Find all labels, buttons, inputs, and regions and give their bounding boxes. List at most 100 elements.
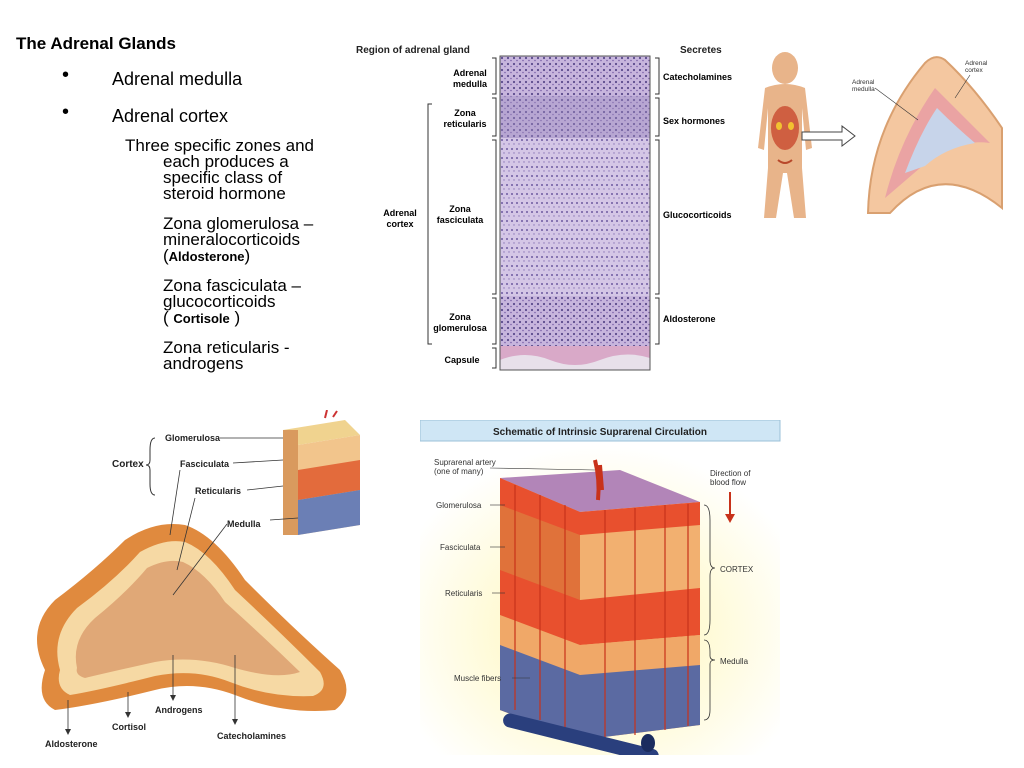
tissue-reticularis-cells xyxy=(500,96,650,138)
label-adrenal-cortex: Adrenal xyxy=(383,208,417,218)
gland-medulla-core xyxy=(75,560,300,678)
schematic-medulla-band xyxy=(500,645,700,740)
tissue-border xyxy=(499,55,651,371)
torso-shape xyxy=(758,84,812,218)
schematic-glomerulosa-band xyxy=(500,478,700,535)
label-cortex: Cortex xyxy=(112,459,144,470)
head-shape xyxy=(772,52,798,84)
leader-medulla-block xyxy=(269,517,299,521)
paren-close: ) xyxy=(229,308,241,327)
label-direction: Direction of xyxy=(710,469,751,478)
bracket-fasciculata xyxy=(492,139,497,295)
gland-medulla-shape xyxy=(905,108,975,173)
zone-glomerulosa-line: Zona glomerulosa – xyxy=(163,214,314,233)
zone-glomerulosa-line: mineralocorticoids xyxy=(163,230,300,249)
zone-fasciculata-hormone: ( Cortisole ) xyxy=(163,308,241,327)
label-adrenal-medulla: Adrenal xyxy=(453,68,487,78)
label-reticularis: Reticularis xyxy=(195,486,241,496)
block-artery xyxy=(324,410,338,419)
leader-medulla-gland xyxy=(172,523,228,596)
schematic-artery xyxy=(593,459,604,501)
bullet-dot: • xyxy=(62,101,70,123)
bracket-secretes-4 xyxy=(655,297,660,345)
tissue-block-illustration xyxy=(283,410,360,535)
label-adrenal-cortex-small: cortex xyxy=(965,67,983,74)
tissue-glomerulosa xyxy=(500,296,650,346)
label-adrenal-cortex: cortex xyxy=(386,219,413,229)
block-medulla-band xyxy=(298,490,360,535)
label-adrenal-cortex-small: Adrenal xyxy=(965,60,988,67)
tissue-fasciculata xyxy=(500,138,650,296)
label-cortisol: Cortisol xyxy=(112,722,146,732)
secretes-catecholamines: Catecholamines xyxy=(663,72,732,82)
arrowhead-icon xyxy=(170,695,176,701)
block-reticularis-band xyxy=(298,460,360,500)
histology-header-left: Region of adrenal gland xyxy=(356,45,470,56)
leader-fasciculata-gland xyxy=(169,469,181,536)
body-gland-figure: Adrenal medulla Adrenal cortex xyxy=(758,52,1003,218)
arrowhead-icon xyxy=(65,729,71,735)
bracket-cortex-zones xyxy=(145,437,156,496)
organs-shape xyxy=(771,106,799,150)
leader-medulla xyxy=(874,87,919,121)
bracket-capsule xyxy=(492,347,497,369)
cortex-intro-line: steroid hormone xyxy=(163,184,286,203)
leader-cortex xyxy=(954,74,971,99)
cortex-intro-line: specific class of xyxy=(163,168,283,187)
paren-close: ) xyxy=(244,246,251,265)
slide-title: The Adrenal Glands xyxy=(16,34,176,53)
bracket-cortex xyxy=(427,103,432,345)
arrowhead-icon xyxy=(232,719,238,725)
right-adrenal-shape xyxy=(788,122,794,130)
label-adrenal-medulla: medulla xyxy=(453,79,488,89)
bracket-secretes-1 xyxy=(655,57,660,95)
bracket-medulla xyxy=(492,57,497,95)
label-glomerulosa-schematic: Glomerulosa xyxy=(436,501,482,510)
cortex-intro-line: Three specific zones and xyxy=(125,136,314,155)
schematic-reticularis-band xyxy=(500,570,700,645)
block-side xyxy=(283,430,298,535)
leader-artery xyxy=(489,467,596,471)
bracket-secretes-3 xyxy=(655,139,660,295)
cortex-intro-line: each produces a xyxy=(163,152,289,171)
histology-figure: Region of adrenal gland Secretes Adrenal… xyxy=(356,45,732,371)
bullet-adrenal-cortex: Adrenal cortex xyxy=(112,106,229,126)
label-zona-fasciculata: Zona xyxy=(449,204,471,214)
bullet-adrenal-medulla: Adrenal medulla xyxy=(112,69,243,89)
lower-organ-shape xyxy=(777,159,793,164)
zone-reticularis-line: androgens xyxy=(163,354,244,373)
zone-reticularis-line: Zona reticularis - xyxy=(163,338,290,357)
label-glomerulosa: Glomerulosa xyxy=(165,433,221,443)
paren-open: ( xyxy=(163,246,169,265)
leader-reticularis-gland xyxy=(176,497,196,571)
label-adrenal-medulla-small: Adrenal xyxy=(852,79,875,86)
schematic-capillaries xyxy=(514,485,689,738)
label-zona-reticularis: Zona xyxy=(454,108,476,118)
label-zona-glomerulosa: Zona xyxy=(449,312,471,322)
label-cortex-schematic: CORTEX xyxy=(720,565,754,574)
label-fasciculata-schematic: Fasciculata xyxy=(440,543,481,552)
left-adrenal-shape xyxy=(776,122,782,130)
histology-header-right: Secretes xyxy=(680,45,722,56)
label-medulla-schematic: Medulla xyxy=(720,657,749,666)
bracket-medulla-schematic xyxy=(703,639,716,721)
label-catecholamines: Catecholamines xyxy=(217,731,286,741)
label-reticularis-schematic: Reticularis xyxy=(445,589,482,598)
bracket-cortex-schematic xyxy=(703,504,716,636)
label-zona-fasciculata: fasciculata xyxy=(437,215,485,225)
label-muscle-fibers: Muscle fibers xyxy=(454,674,501,683)
label-medulla: Medulla xyxy=(227,519,261,529)
gland-cross-section-figure: Cortex Glomerulosa Fasciculata Reticular… xyxy=(37,410,360,749)
direction-arrow-icon xyxy=(725,514,735,523)
circulation-banner xyxy=(420,420,781,442)
secretes-glucocorticoids: Glucocorticoids xyxy=(663,210,732,220)
hormone-aldosterone: Aldosterone xyxy=(168,249,245,264)
tissue-capsule-edge xyxy=(500,354,650,370)
bracket-reticularis xyxy=(492,97,497,137)
tissue-medulla xyxy=(500,56,650,96)
secretes-aldosterone: Aldosterone xyxy=(663,314,716,324)
label-zona-glomerulosa: glomerulosa xyxy=(433,323,488,333)
leader-fasciculata xyxy=(232,459,284,464)
hormone-cortisole: Cortisole xyxy=(173,311,230,326)
arrow-icon xyxy=(801,124,856,148)
